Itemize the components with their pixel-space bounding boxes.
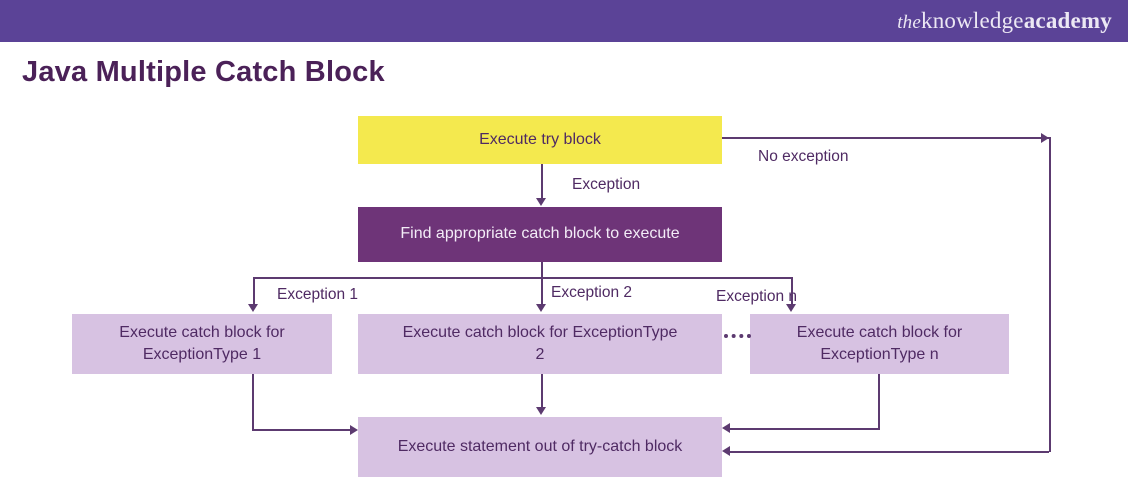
page-title: Java Multiple Catch Block bbox=[22, 56, 385, 88]
logo-the: the bbox=[897, 12, 921, 33]
edge-label-exception-2: Exception 2 bbox=[551, 284, 632, 301]
arrowhead-down-icon bbox=[536, 407, 546, 415]
arrowhead-left-icon bbox=[722, 446, 730, 456]
arrowhead-down-icon bbox=[536, 304, 546, 312]
connector-catch1-to-out bbox=[252, 429, 350, 431]
connector-catchn-down bbox=[878, 374, 880, 430]
connector-find-to-catch2 bbox=[541, 262, 543, 306]
node-catch-block-2: Execute catch block for ExceptionType 2 bbox=[358, 314, 722, 374]
connector-no-exception-side bbox=[1049, 137, 1051, 452]
edge-label-no-exception: No exception bbox=[758, 148, 849, 165]
node-statement-out: Execute statement out of try-catch block bbox=[358, 417, 722, 477]
node-execute-try-block: Execute try block bbox=[358, 116, 722, 164]
connector-no-exception-bottom bbox=[730, 451, 1049, 453]
connector-catch2-to-out bbox=[541, 374, 543, 408]
edge-label-exception-n: Exception n bbox=[716, 288, 797, 305]
arrowhead-down-icon bbox=[248, 304, 258, 312]
edge-label-exception-1: Exception 1 bbox=[277, 286, 358, 303]
brand-logo: theknowledgeacademy bbox=[897, 0, 1112, 42]
arrowhead-right-icon bbox=[1041, 133, 1049, 143]
connector-branch-bar bbox=[253, 277, 793, 279]
arrowhead-down-icon bbox=[786, 304, 796, 312]
ellipsis-connector bbox=[724, 334, 751, 338]
arrowhead-right-icon bbox=[350, 425, 358, 435]
connector-catch1-down bbox=[252, 374, 254, 431]
logo-knowledge: knowledge bbox=[921, 8, 1024, 33]
connector-no-exception-top bbox=[722, 137, 1049, 139]
edge-label-exception: Exception bbox=[572, 176, 641, 193]
logo-academy: academy bbox=[1023, 8, 1112, 33]
connector-branch-to-catch1 bbox=[253, 277, 255, 305]
connector-catchn-to-out bbox=[730, 428, 880, 430]
connector-branch-to-catchn bbox=[791, 277, 793, 305]
arrowhead-left-icon bbox=[722, 423, 730, 433]
node-catch-block-1: Execute catch block for ExceptionType 1 bbox=[72, 314, 332, 374]
node-catch-block-n: Execute catch block for ExceptionType n bbox=[750, 314, 1009, 374]
arrowhead-down-icon bbox=[536, 198, 546, 206]
node-find-catch-block: Find appropriate catch block to execute bbox=[358, 207, 722, 262]
header-bar bbox=[0, 0, 1128, 42]
connector-try-to-find bbox=[541, 164, 543, 200]
